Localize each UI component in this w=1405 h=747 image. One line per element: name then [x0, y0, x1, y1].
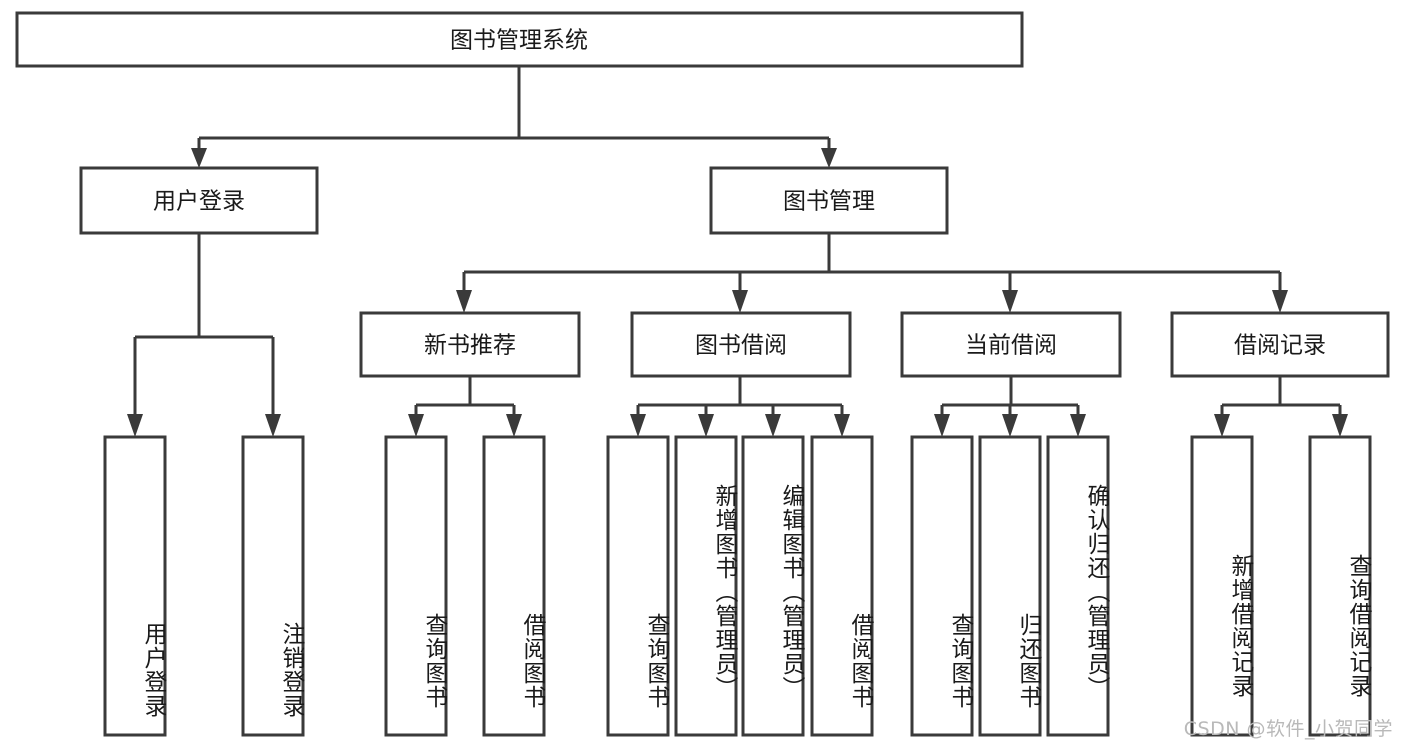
node-book-borrow[interactable] [630, 311, 852, 378]
node-current-borrow[interactable] [900, 311, 1122, 378]
arrow-to-book-manage [821, 148, 837, 168]
node-book-manage-label: 图书管理 [783, 189, 875, 215]
node-leaf-user-login[interactable] [103, 435, 167, 737]
node-borrow-record[interactable] [1170, 311, 1390, 378]
arrow-to-leaf-edit-book [765, 414, 781, 437]
node-borrow-record-label: 借阅记录 [1234, 333, 1326, 359]
node-leaf-add-record[interactable] [1190, 435, 1254, 737]
node-layer: 图书管理系统 用户登录 图书管理 新书推荐 图书借阅 当前借阅 借阅记录 [15, 11, 1390, 737]
node-leaf-query-book-3[interactable] [910, 435, 974, 737]
node-user-login-label: 用户登录 [153, 189, 245, 215]
arrow-to-leaf-query-book-2 [630, 414, 646, 437]
arrow-to-borrow-record [1272, 290, 1288, 313]
node-new-book-recommend-label: 新书推荐 [424, 333, 516, 359]
arrow-to-current-borrow [1002, 290, 1018, 313]
connector-layer [127, 66, 1348, 437]
node-leaf-borrow-book-1[interactable] [482, 435, 546, 737]
arrow-to-leaf-query-book-1 [408, 414, 424, 437]
arrow-to-leaf-borrow-book-2 [834, 414, 850, 437]
arrow-to-new-book-recommend [456, 290, 472, 313]
arrow-to-user-login [191, 148, 207, 168]
arrow-to-leaf-return-book [1002, 414, 1018, 437]
node-leaf-edit-book[interactable] [741, 435, 805, 737]
node-current-borrow-label: 当前借阅 [965, 333, 1057, 359]
node-leaf-confirm-return[interactable] [1046, 435, 1110, 737]
node-book-manage[interactable] [709, 166, 949, 235]
arrow-to-book-borrow [732, 290, 748, 313]
arrow-to-leaf-borrow-book-1 [506, 414, 522, 437]
arrow-to-leaf-query-book-3 [934, 414, 950, 437]
arrow-to-leaf-user-login [127, 414, 143, 437]
node-leaf-query-record[interactable] [1308, 435, 1372, 737]
arrow-to-leaf-add-record [1214, 414, 1230, 437]
arrow-to-leaf-logout [265, 414, 281, 437]
node-leaf-add-book[interactable] [674, 435, 738, 737]
node-leaf-query-book-1[interactable] [384, 435, 448, 737]
arrow-to-leaf-query-record [1332, 414, 1348, 437]
node-user-login[interactable] [79, 166, 319, 235]
node-leaf-return-book[interactable] [978, 435, 1042, 737]
arrow-to-leaf-confirm-return [1070, 414, 1086, 437]
arrow-to-leaf-add-book [698, 414, 714, 437]
node-root[interactable] [15, 11, 1024, 68]
node-book-borrow-label: 图书借阅 [695, 333, 787, 359]
csdn-watermark: CSDN @软件_小贺同学 [1183, 718, 1393, 740]
node-leaf-borrow-book-2[interactable] [810, 435, 874, 737]
node-leaf-query-book-2[interactable] [606, 435, 670, 737]
node-leaf-logout[interactable] [241, 435, 305, 737]
node-root-label: 图书管理系统 [450, 28, 588, 54]
node-new-book-recommend[interactable] [359, 311, 581, 378]
